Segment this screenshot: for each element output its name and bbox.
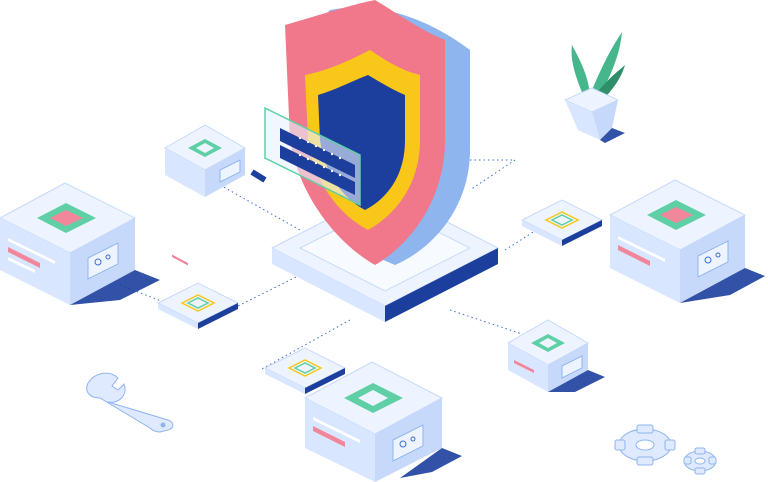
chip-tile-left — [156, 282, 240, 329]
gear-icon-small — [683, 447, 717, 475]
server-block-large-left — [0, 182, 160, 305]
chip-tile-right — [520, 199, 604, 246]
server-block-large-bottom — [303, 361, 462, 482]
potted-plant-icon — [563, 32, 625, 143]
wrench-icon — [86, 372, 174, 433]
gear-icon — [614, 424, 676, 466]
chip-tile-bottom — [263, 347, 347, 394]
server-block-small-top-left — [163, 124, 267, 266]
server-rack-panel — [264, 106, 361, 207]
server-block-large-right — [608, 179, 765, 303]
server-block-small-right — [506, 319, 605, 392]
